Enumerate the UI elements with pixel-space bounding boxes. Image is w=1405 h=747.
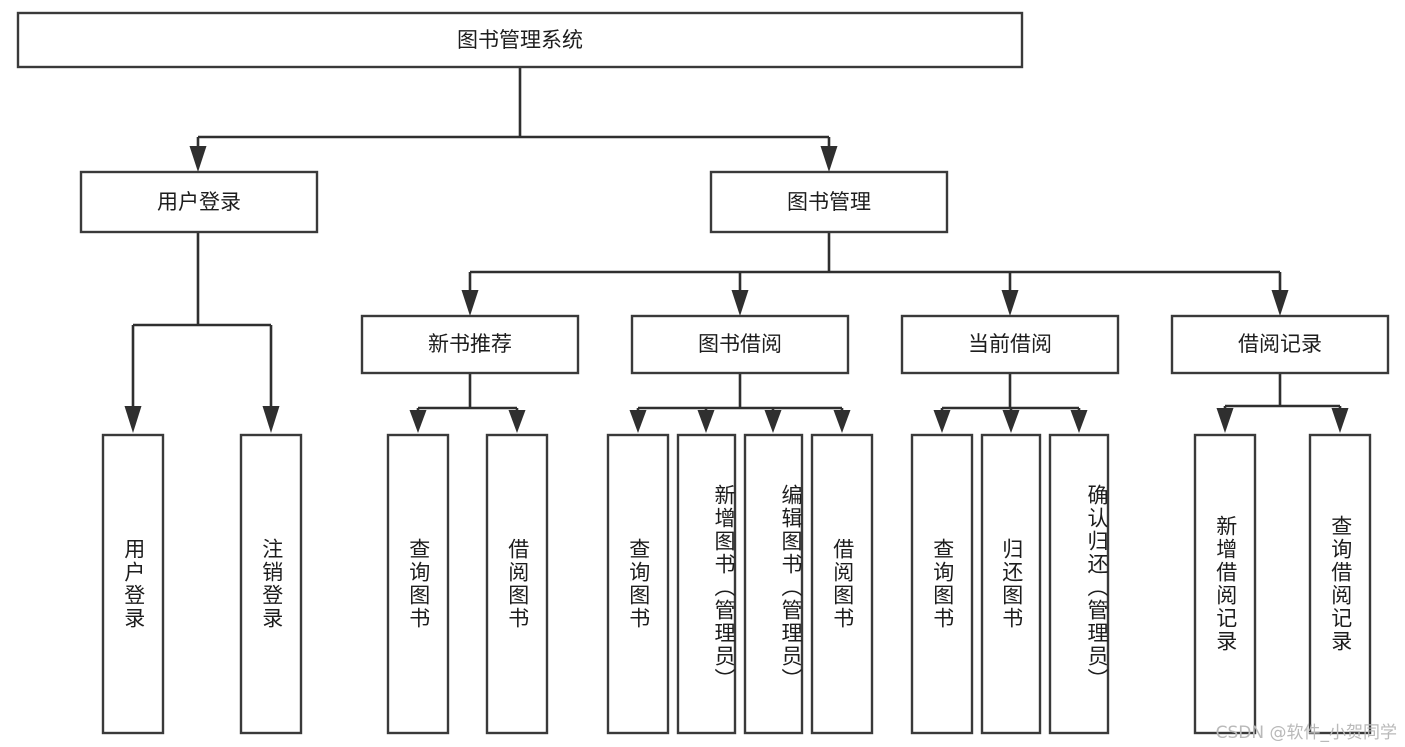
arrowhead-borrow-c2 xyxy=(697,410,715,433)
leaf-label-user-login: 用户登录 xyxy=(121,538,146,630)
leaf-box-query-book-2[interactable] xyxy=(606,433,670,735)
leaf-box-confirm-return-admin[interactable] xyxy=(1048,433,1110,735)
node-root-box[interactable] xyxy=(16,11,1024,69)
leaf-label-return-book: 归还图书 xyxy=(999,538,1024,630)
arrowhead-records-c1 xyxy=(1216,408,1234,433)
node-current-borrow[interactable]: 当前借阅 xyxy=(900,314,1120,375)
leaf-box-add-record[interactable] xyxy=(1193,433,1257,735)
arrowhead-book-mgmt xyxy=(820,146,838,172)
arrowhead-borrow-c3 xyxy=(764,410,782,433)
node-new-book-recommend-box[interactable] xyxy=(360,314,580,375)
node-borrow-records-box[interactable] xyxy=(1170,314,1390,375)
leaf-label-add-record: 新增借阅记录 xyxy=(1213,515,1238,653)
node-borrow-records-label: 借阅记录 xyxy=(1238,332,1322,356)
leaf-label-query-book-2: 查询图书 xyxy=(626,538,651,630)
arrowhead-current xyxy=(1001,290,1019,316)
node-current-borrow-box[interactable] xyxy=(900,314,1120,375)
node-book-borrow[interactable]: 图书借阅 xyxy=(630,314,850,375)
arrowhead-newbook-c1 xyxy=(409,410,427,433)
arrowhead-borrow xyxy=(731,290,749,316)
node-root[interactable]: 图书管理系统 xyxy=(16,11,1024,69)
arrowhead-userlogin-c1 xyxy=(124,406,142,433)
leaf-label-add-book-admin: 新增图书（管理员） xyxy=(712,483,736,691)
leaf-box-return-book[interactable] xyxy=(980,433,1042,735)
arrowhead-borrow-c4 xyxy=(833,410,851,433)
arrowhead-current-c2 xyxy=(1002,410,1020,433)
node-book-management-box[interactable] xyxy=(709,170,949,234)
arrowhead-user-login xyxy=(189,146,207,172)
leaf-label-query-book-3: 查询图书 xyxy=(930,538,955,630)
leaf-box-query-record[interactable] xyxy=(1308,433,1372,735)
node-user-login[interactable]: 用户登录 xyxy=(79,170,319,234)
arrowhead-newbook xyxy=(461,290,479,316)
arrowhead-userlogin-c2 xyxy=(262,406,280,433)
arrowhead-current-c3 xyxy=(1070,410,1088,433)
node-new-book-recommend[interactable]: 新书推荐 xyxy=(360,314,580,375)
arrowhead-current-c1 xyxy=(933,410,951,433)
leaf-box-query-book-1[interactable] xyxy=(386,433,450,735)
leaf-label-logout: 注销登录 xyxy=(259,538,284,630)
connector-group xyxy=(124,67,1349,433)
leaf-box-user-login[interactable] xyxy=(101,433,165,735)
node-current-borrow-label: 当前借阅 xyxy=(968,332,1052,356)
leaf-label-query-book-1: 查询图书 xyxy=(406,538,431,630)
leaf-box-borrow-book-1[interactable] xyxy=(485,433,549,735)
node-book-management-label: 图书管理 xyxy=(787,190,871,214)
node-root-label: 图书管理系统 xyxy=(457,28,583,52)
node-book-management[interactable]: 图书管理 xyxy=(709,170,949,234)
leaf-label-borrow-book-2: 借阅图书 xyxy=(830,538,855,630)
arrowhead-newbook-c2 xyxy=(508,410,526,433)
leaf-label-query-record: 查询借阅记录 xyxy=(1328,515,1353,653)
arrowhead-borrow-c1 xyxy=(629,410,647,433)
leaf-box-query-book-3[interactable] xyxy=(910,433,974,735)
leaf-box-edit-book-admin[interactable] xyxy=(743,433,804,735)
node-borrow-records[interactable]: 借阅记录 xyxy=(1170,314,1390,375)
csdn-watermark: CSDN @软件_小贺同学 xyxy=(1215,723,1397,743)
leaf-box-borrow-book-2[interactable] xyxy=(810,433,874,735)
node-user-login-box[interactable] xyxy=(79,170,319,234)
arrowhead-records-c2 xyxy=(1331,408,1349,433)
node-book-borrow-label: 图书借阅 xyxy=(698,332,782,356)
node-book-borrow-box[interactable] xyxy=(630,314,850,375)
leaf-box-logout[interactable] xyxy=(239,433,303,735)
leaf-box-add-book-admin[interactable] xyxy=(676,433,737,735)
leaf-label-confirm-return-admin: 确认归还（管理员） xyxy=(1085,483,1109,691)
leaf-label-borrow-book-1: 借阅图书 xyxy=(505,538,530,630)
leaf-label-edit-book-admin: 编辑图书（管理员） xyxy=(779,483,803,691)
node-user-login-label: 用户登录 xyxy=(157,190,241,214)
node-new-book-recommend-label: 新书推荐 xyxy=(428,332,512,356)
arrowhead-records xyxy=(1271,290,1289,316)
